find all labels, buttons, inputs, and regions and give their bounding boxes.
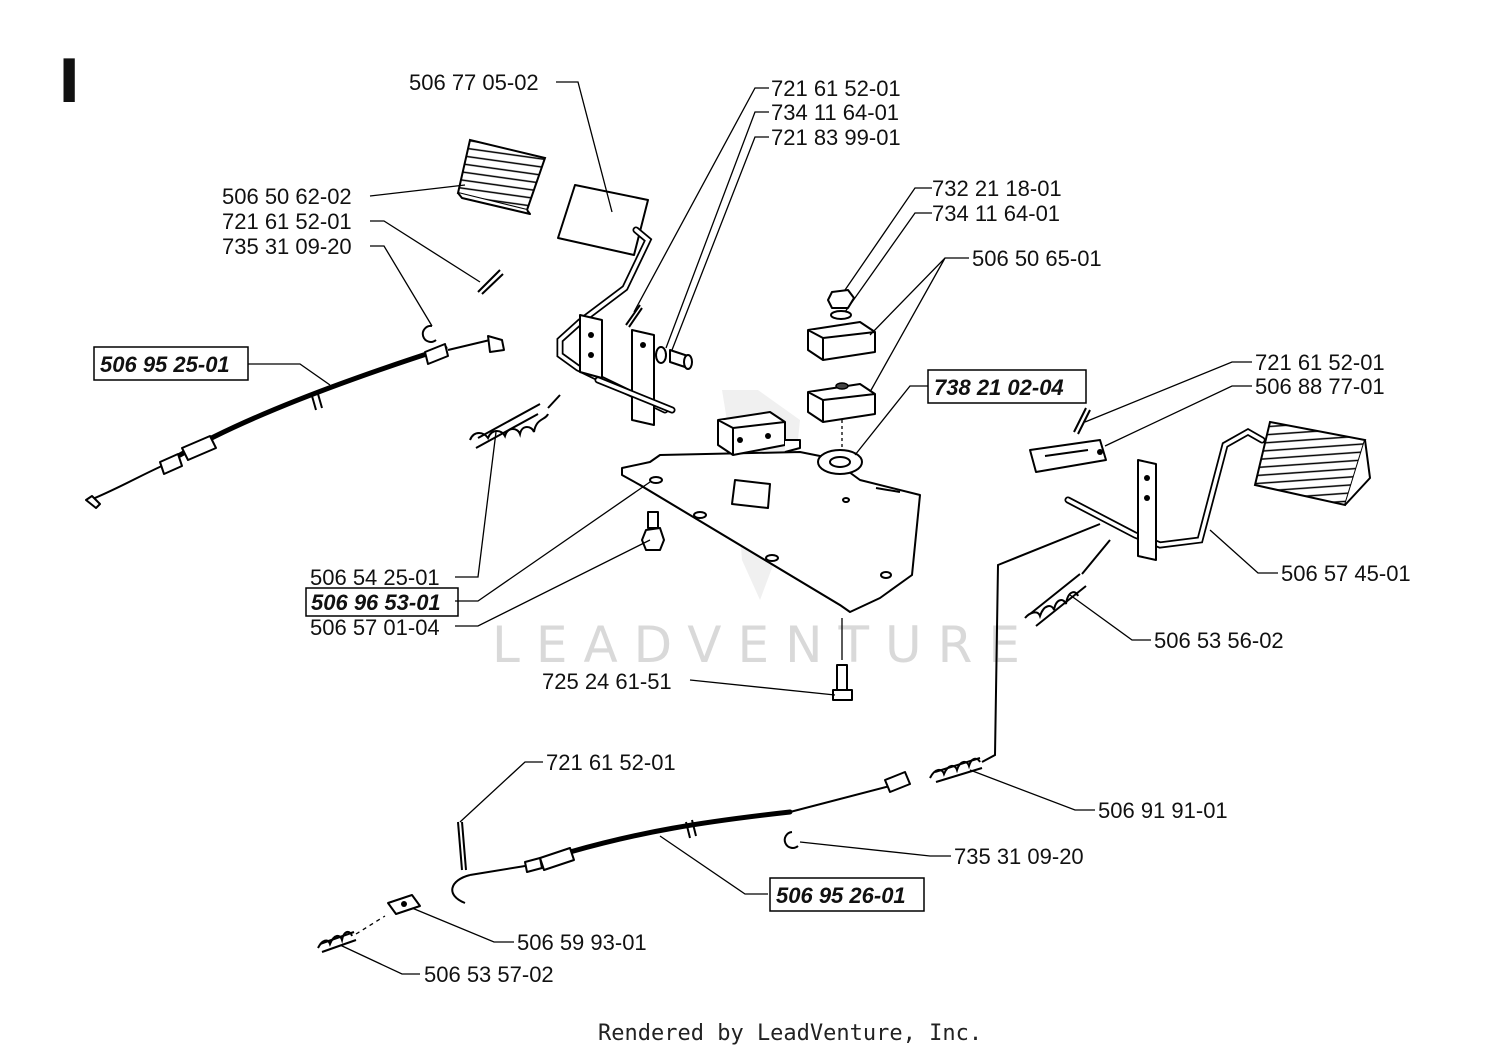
right-pedal-part bbox=[1029, 407, 1371, 561]
bushing-part bbox=[817, 420, 863, 475]
part-label-734-11-64-01-top[interactable]: 734 11 64-01 bbox=[771, 100, 899, 125]
washer-bolt-part bbox=[655, 346, 693, 370]
part-label-735-31-09-20-left[interactable]: 735 31 09-20 bbox=[222, 234, 352, 259]
part-box-506-95-25-01 bbox=[93, 346, 249, 381]
part-label-735-31-09-20-lower[interactable]: 735 31 09-20 bbox=[954, 844, 1084, 869]
part-box-738-21-02-04 bbox=[927, 369, 1087, 404]
part-label-721-61-52-01-lower[interactable]: 721 61 52-01 bbox=[546, 750, 676, 775]
part-label-506-88-77-01[interactable]: 506 88 77-01 bbox=[1255, 374, 1385, 399]
part-label-506-50-62-02[interactable]: 506 50 62-02 bbox=[222, 184, 352, 209]
watermark-text: LEADVENTURE bbox=[492, 616, 1036, 674]
part-label-725-24-61-51[interactable]: 725 24 61-51 bbox=[542, 669, 672, 694]
part-label-734-11-64-01-right[interactable]: 734 11 64-01 bbox=[932, 201, 1060, 226]
part-labels: 506 77 05-02 721 61 52-01 734 11 64-01 7… bbox=[93, 70, 1411, 987]
cable-lower-part bbox=[451, 771, 911, 904]
cable-upper-part bbox=[85, 335, 505, 509]
mounting-plate-part bbox=[621, 451, 921, 613]
part-box-506-96-53-01 bbox=[305, 587, 459, 617]
part-label-721-61-52-01-right[interactable]: 721 61 52-01 bbox=[1255, 350, 1385, 375]
part-label-506-54-25-01[interactable]: 506 54 25-01 bbox=[310, 565, 440, 590]
part-label-506-95-26-01[interactable]: 506 95 26-01 bbox=[776, 883, 906, 908]
clamp-halves-part bbox=[807, 321, 876, 423]
part-label-506-59-93-01[interactable]: 506 59 93-01 bbox=[517, 930, 647, 955]
part-label-506-53-57-02[interactable]: 506 53 57-02 bbox=[424, 962, 554, 987]
bolt-part bbox=[641, 511, 853, 701]
part-label-506-96-53-01[interactable]: 506 96 53-01 bbox=[311, 590, 441, 615]
part-label-721-61-52-01-top[interactable]: 721 61 52-01 bbox=[771, 76, 901, 101]
part-label-506-53-56-02[interactable]: 506 53 56-02 bbox=[1154, 628, 1284, 653]
part-label-738-21-02-04[interactable]: 738 21 02-04 bbox=[934, 375, 1064, 400]
part-label-732-21-18-01[interactable]: 732 21 18-01 bbox=[932, 176, 1062, 201]
part-label-506-57-01-04[interactable]: 506 57 01-04 bbox=[310, 615, 440, 640]
spring-lower-right-part bbox=[929, 523, 1101, 783]
section-label: I bbox=[58, 47, 80, 117]
footer-credit: Rendered by LeadVenture, Inc. bbox=[598, 1021, 982, 1046]
clamp-block-part bbox=[594, 376, 801, 456]
e-clip-part bbox=[421, 324, 799, 849]
part-box-506-95-26-01 bbox=[769, 877, 925, 912]
leader-lines bbox=[248, 81, 1278, 975]
part-label-506-91-91-01[interactable]: 506 91 91-01 bbox=[1098, 798, 1228, 823]
part-label-506-57-45-01[interactable]: 506 57 45-01 bbox=[1281, 561, 1411, 586]
part-label-721-83-99-01[interactable]: 721 83 99-01 bbox=[771, 125, 901, 150]
spring-lower-left-part bbox=[317, 915, 386, 953]
left-pedal-pad-part bbox=[456, 138, 547, 215]
spring-upper-part bbox=[469, 394, 561, 449]
cable-clip-part bbox=[387, 894, 421, 915]
part-label-506-95-25-01[interactable]: 506 95 25-01 bbox=[100, 352, 230, 377]
cotter-pin-lower-part bbox=[457, 821, 467, 871]
part-label-506-50-65-01[interactable]: 506 50 65-01 bbox=[972, 246, 1102, 271]
spring-right-part bbox=[1024, 539, 1111, 627]
part-label-506-77-05-02[interactable]: 506 77 05-02 bbox=[409, 70, 539, 95]
cotter-pin-part bbox=[477, 269, 643, 328]
part-label-721-61-52-01-left[interactable]: 721 61 52-01 bbox=[222, 209, 352, 234]
